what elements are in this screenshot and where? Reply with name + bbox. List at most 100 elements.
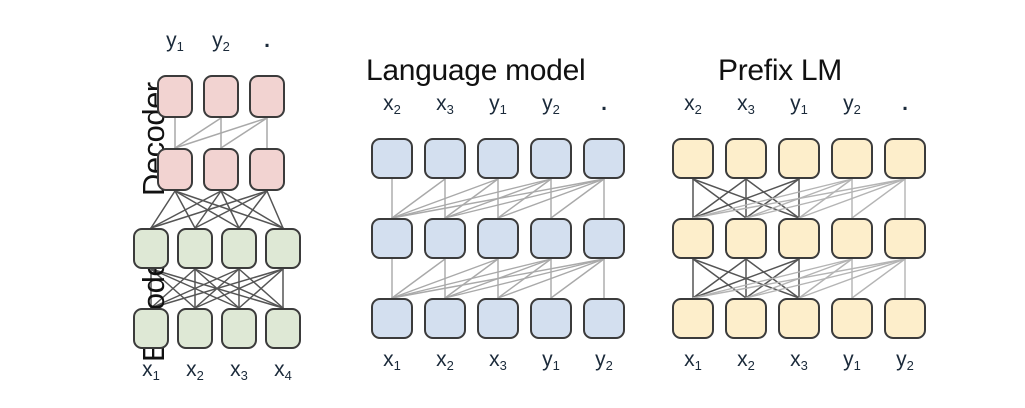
node-language-model-r2-c4 — [530, 218, 572, 259]
node-language-model-r2-c2 — [424, 218, 466, 259]
node-encoder-decoder-r1-c2 — [203, 75, 239, 118]
node-language-model-r1-c3 — [477, 138, 519, 179]
node-language-model-r2-c1 — [371, 218, 413, 259]
token-base: x — [274, 358, 285, 381]
token-base: y — [595, 348, 606, 371]
token-subscript: 3 — [800, 358, 808, 373]
token-subscript: 2 — [853, 102, 861, 117]
token-subscript: 1 — [800, 102, 808, 117]
token-base: y — [542, 348, 553, 371]
node-language-model-r1-c4 — [530, 138, 572, 179]
token-subscript: 2 — [222, 39, 230, 54]
token-subscript: 1 — [552, 358, 560, 373]
panel-prefix-lm — [660, 0, 1025, 408]
token-base: x — [436, 348, 447, 371]
language-model-bottom-token-5: y2 — [583, 348, 625, 373]
node-encoder-decoder-r2-c2 — [203, 148, 239, 191]
token-base: y — [896, 348, 907, 371]
token-base: x — [737, 92, 748, 115]
node-language-model-r3-c5 — [583, 298, 625, 339]
token-subscript: 2 — [694, 102, 702, 117]
token-subscript: 2 — [196, 368, 204, 383]
language-model-top-token-5: . — [601, 92, 607, 115]
prefix-lm-bottom-token-2: x2 — [725, 349, 767, 373]
token-base: x — [186, 358, 197, 381]
node-language-model-r3-c4 — [530, 298, 572, 339]
token-base: x — [383, 92, 394, 115]
node-prefix-lm-r3-c2 — [725, 298, 767, 339]
node-encoder-decoder-r3-c2 — [177, 228, 213, 269]
node-language-model-r3-c2 — [424, 298, 466, 339]
prefix-lm-top-token-4: y2 — [831, 93, 873, 117]
node-language-model-r1-c5 — [583, 138, 625, 179]
node-encoder-decoder-r3-c3 — [221, 228, 257, 269]
language-model-bottom-token-2: x2 — [424, 348, 466, 372]
node-prefix-lm-r2-c1 — [672, 218, 714, 259]
language-model-top-token-1: x2 — [371, 92, 413, 117]
prefix-lm-top-token-2: x3 — [725, 92, 767, 117]
prefix-lm-bottom-token-1: x1 — [672, 348, 714, 373]
node-prefix-lm-r1-c4 — [831, 138, 873, 179]
language-model-bottom-token-1: x1 — [371, 348, 413, 372]
token-subscript: 3 — [446, 102, 454, 117]
encoder-decoder-bottom-token-3: x3 — [218, 359, 260, 383]
node-encoder-decoder-r4-c2 — [177, 308, 213, 349]
token-base: y — [489, 92, 500, 115]
language-model-top-token-2: x3 — [424, 92, 466, 117]
token-base: x — [489, 348, 500, 371]
token-base: x — [142, 358, 153, 381]
token-base: x — [684, 348, 695, 371]
panel-title-language-model: Language model — [366, 54, 586, 87]
node-prefix-lm-r3-c4 — [831, 298, 873, 339]
token-subscript: 1 — [694, 358, 702, 373]
node-language-model-r2-c3 — [477, 218, 519, 259]
node-encoder-decoder-r2-c1 — [157, 148, 193, 191]
node-prefix-lm-r3-c1 — [672, 298, 714, 339]
language-model-top-token-3: y1 — [477, 92, 519, 117]
token-base: y — [212, 29, 223, 52]
token-subscript: 2 — [747, 358, 755, 373]
token-subscript: 1 — [499, 102, 507, 117]
node-language-model-r3-c1 — [371, 298, 413, 339]
node-encoder-decoder-r2-c3 — [249, 148, 285, 191]
node-encoder-decoder-r4-c3 — [221, 308, 257, 349]
node-language-model-r2-c5 — [583, 218, 625, 259]
token-base: x — [684, 92, 695, 115]
token-base: x — [436, 92, 447, 115]
node-encoder-decoder-r3-c4 — [265, 228, 301, 269]
node-prefix-lm-r3-c5 — [884, 298, 926, 339]
token-subscript: 2 — [393, 102, 401, 117]
language-model-bottom-token-3: x3 — [477, 348, 519, 372]
node-prefix-lm-r1-c2 — [725, 138, 767, 179]
prefix-lm-top-token-5: . — [902, 92, 908, 115]
token-subscript: 2 — [552, 102, 560, 117]
token-subscript: 1 — [176, 39, 184, 54]
node-prefix-lm-r2-c4 — [831, 218, 873, 259]
token-base: x — [383, 348, 394, 371]
node-encoder-decoder-r4-c1 — [133, 308, 169, 349]
node-prefix-lm-r2-c2 — [725, 218, 767, 259]
encoder-decoder-top-token-3: . — [264, 29, 270, 52]
token-base: y — [166, 29, 177, 52]
node-prefix-lm-r1-c5 — [884, 138, 926, 179]
token-subscript: 2 — [906, 358, 914, 373]
token-base: y — [843, 348, 854, 371]
encoder-decoder-bottom-token-4: x4 — [262, 358, 304, 383]
node-encoder-decoder-r1-c3 — [249, 75, 285, 118]
panel-title-prefix-lm: Prefix LM — [718, 54, 842, 87]
prefix-lm-bottom-token-4: y1 — [831, 348, 873, 373]
token-subscript: 3 — [747, 102, 755, 117]
node-encoder-decoder-r3-c1 — [133, 228, 169, 269]
encoder-decoder-top-token-2: y2 — [200, 29, 242, 54]
token-base: y — [542, 92, 553, 115]
prefix-lm-bottom-token-5: y2 — [884, 348, 926, 373]
token-subscript: 1 — [853, 358, 861, 373]
token-subscript: 3 — [240, 368, 248, 383]
token-subscript: 1 — [152, 368, 160, 383]
node-prefix-lm-r3-c3 — [778, 298, 820, 339]
token-subscript: 2 — [605, 358, 613, 373]
token-base: y — [790, 92, 801, 115]
token-subscript: 4 — [284, 368, 292, 383]
prefix-lm-bottom-token-3: x3 — [778, 349, 820, 373]
